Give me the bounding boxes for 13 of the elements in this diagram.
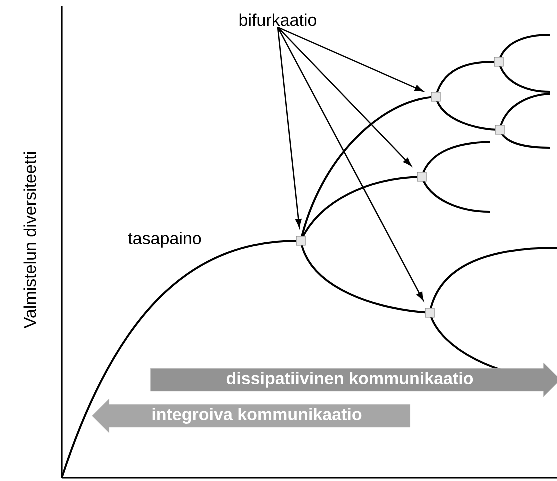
text-label: tasapaino bbox=[128, 232, 202, 248]
text-label: bifurkaatio bbox=[240, 14, 316, 26]
text-label: Valmistelun diversiteetti bbox=[24, 152, 36, 329]
bifurcation-point bbox=[417, 172, 427, 182]
bifurcation-point bbox=[494, 57, 504, 67]
bifurcation-point bbox=[296, 236, 306, 246]
bifurcation-point bbox=[425, 308, 435, 318]
bifurcation-point bbox=[431, 92, 441, 102]
arrow bbox=[277, 27, 302, 228]
arrow bbox=[277, 27, 424, 301]
bifurcation-point bbox=[495, 125, 505, 135]
arrow bbox=[278, 26, 424, 92]
arrow bbox=[278, 26, 412, 166]
